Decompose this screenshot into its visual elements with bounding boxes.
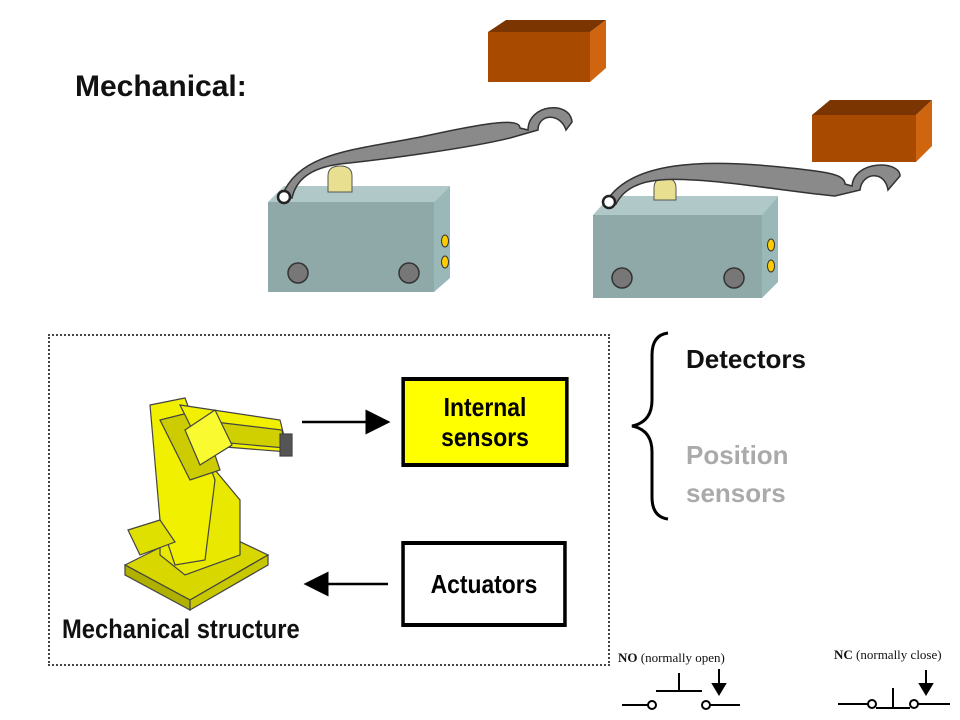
no-description: (normally open) (640, 650, 725, 665)
system-boundary-box (48, 334, 610, 666)
limit-switch-1 (268, 107, 573, 292)
nc-description: (normally close) (856, 647, 942, 662)
target-block-2 (812, 100, 932, 162)
curly-brace (631, 331, 669, 521)
target-block-1 (488, 20, 606, 82)
no-switch-symbol (622, 669, 740, 710)
nc-switch-symbol (838, 670, 950, 709)
no-code: NO (618, 650, 638, 665)
limit-switch-2 (593, 162, 901, 298)
detectors-label: Detectors (686, 344, 806, 374)
internal-sensors-box: Internal sensors (401, 377, 569, 467)
page-title: Mechanical: (75, 70, 247, 103)
no-switch-label: NO (normally open) (618, 650, 725, 666)
position-sensors-label: Position sensors (686, 440, 789, 508)
mechanical-structure-label: Mechanical structure (62, 614, 300, 644)
internal-sensors-label: Internal sensors (441, 392, 529, 452)
nc-switch-label: NC (normally close) (834, 647, 942, 663)
actuators-box: Actuators (401, 541, 567, 627)
actuators-label: Actuators (430, 569, 538, 599)
robot-arm-illustration (123, 397, 293, 612)
nc-code: NC (834, 647, 853, 662)
